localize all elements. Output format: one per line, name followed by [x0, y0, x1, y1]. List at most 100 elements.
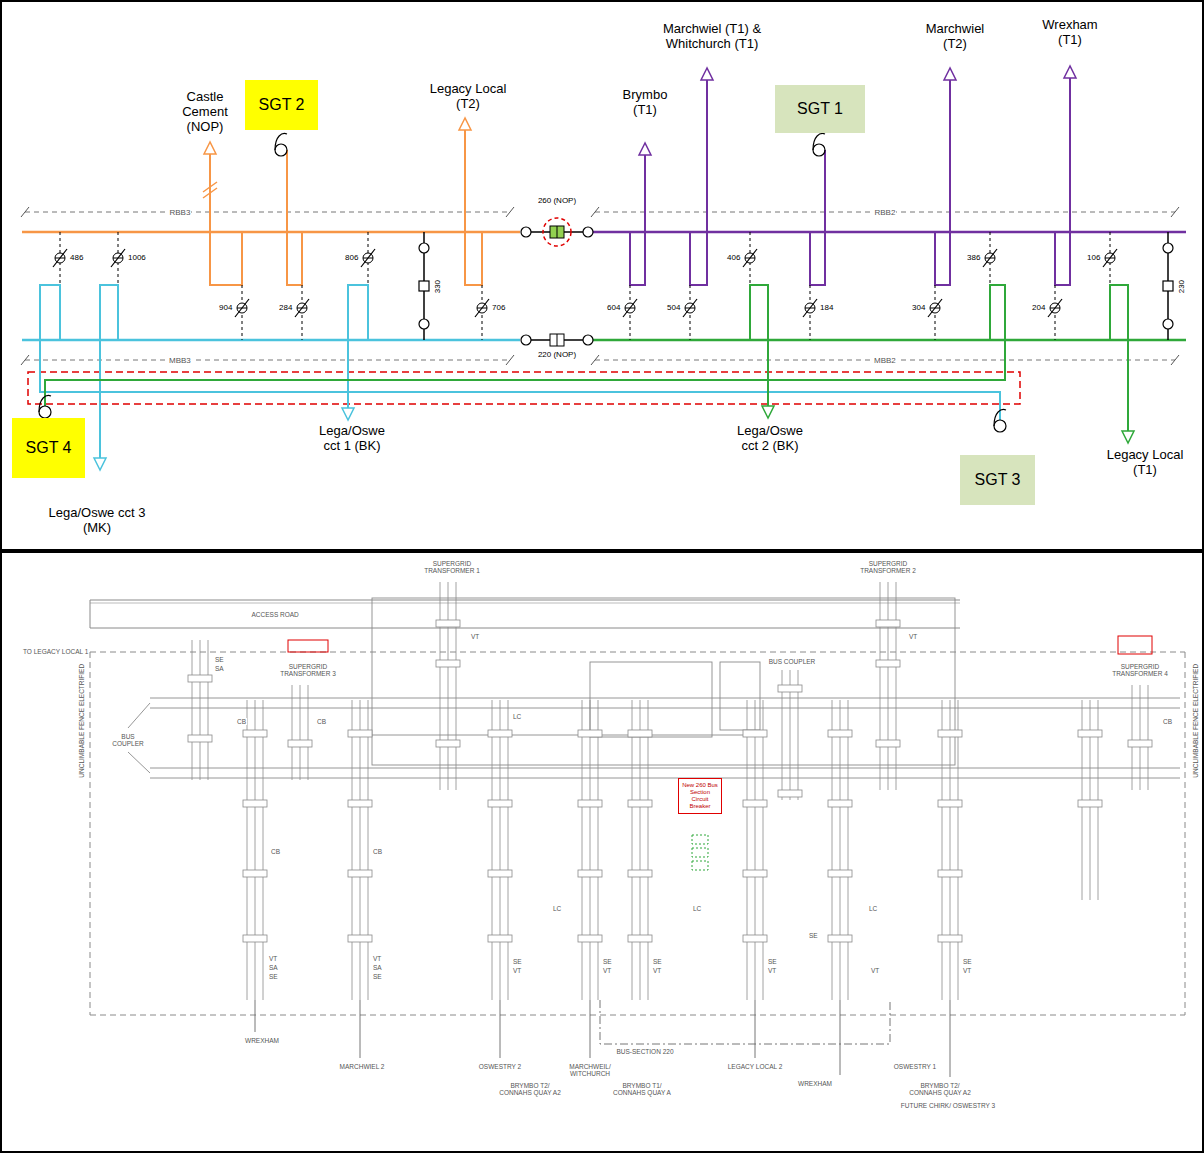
plan-equipment	[743, 870, 767, 877]
equipment-code: LC	[552, 905, 562, 912]
feeder-line	[100, 285, 118, 458]
plan-bay-conductor	[352, 700, 353, 1000]
transformer-symbol	[813, 144, 825, 156]
disconnector-symbol	[743, 249, 757, 267]
fence-line	[90, 652, 1185, 653]
equipment-code: VT	[470, 633, 480, 640]
plan-equipment	[938, 935, 962, 942]
isolator-symbol	[583, 227, 593, 237]
new-breaker-marker	[692, 848, 708, 857]
busbar-end-tick	[591, 207, 599, 217]
feeder-label: Marchwiel (T1) & Whitchurch (T1)	[647, 22, 777, 52]
plan-busbar	[150, 698, 1180, 699]
plan-bay-conductor	[590, 700, 591, 1000]
new-breaker-marker	[692, 835, 708, 844]
circuit-name: OSWESTRY 2	[474, 1063, 526, 1070]
feeder-line	[348, 285, 368, 408]
equipment-code: CB	[1162, 718, 1173, 725]
building-outline	[372, 598, 955, 765]
plan-equipment	[1078, 730, 1102, 737]
feeder-line	[690, 80, 707, 285]
switch-number: 406	[726, 253, 741, 262]
plan-equipment	[938, 800, 962, 807]
switch-number: 904	[218, 303, 233, 312]
plan-equipment	[828, 730, 852, 737]
feeder-label: Lega/Oswe cct 1 (BK)	[311, 424, 393, 454]
plan-label: TO LEGACY LOCAL 1	[22, 648, 89, 655]
circuit-breaker-symbol	[550, 334, 564, 346]
equipment-code: SA	[372, 964, 383, 971]
plan-bay-conductor	[500, 700, 501, 1000]
plan-bay-conductor	[508, 700, 509, 1000]
reserve-busbar	[590, 231, 1186, 234]
plan-equipment	[243, 800, 267, 807]
disconnector-symbol	[928, 299, 942, 317]
new-breaker-marker	[692, 861, 708, 870]
busbar-name: MBB2	[873, 356, 897, 365]
fence-line	[90, 1015, 1185, 1016]
plan-equipment	[876, 660, 900, 667]
circuit-name: WREXHAM	[789, 1080, 841, 1087]
plan-equipment	[828, 870, 852, 877]
circuit-name: MARCHWIEL 2	[331, 1063, 393, 1070]
plan-bay-conductor	[200, 640, 201, 780]
plan-equipment	[348, 870, 372, 877]
feeder-line	[750, 285, 768, 406]
plan-label: BUS COUPLER	[110, 733, 146, 748]
disconnector-symbol	[983, 249, 997, 267]
plan-equipment	[628, 730, 652, 737]
feeder-label: Lega/Oswe cct 2 (BK)	[729, 424, 811, 454]
plan-label: SUPERGRID TRANSFORMER 1	[420, 560, 484, 575]
plan-equipment	[778, 790, 802, 797]
plan-equipment	[488, 935, 512, 942]
equipment-code: VT	[870, 967, 880, 974]
disconnector-symbol	[803, 299, 817, 317]
plan-label: SUPERGRID TRANSFORMER 3	[276, 663, 340, 678]
building-room	[720, 662, 760, 730]
plan-bay-conductor	[755, 700, 756, 1000]
plan-equipment	[578, 870, 602, 877]
equipment-code: SE	[962, 958, 973, 965]
transformer-symbol	[994, 420, 1006, 432]
plan-bay-conductor	[300, 685, 301, 780]
circuit-name: BRYMBO T2/ CONNAHS QUAY A2	[497, 1082, 563, 1097]
equipment-code: SA	[214, 665, 225, 672]
feeder-line	[810, 150, 825, 285]
equipment-code: VT	[268, 955, 278, 962]
feeder-label: Marchwiel (T2)	[914, 22, 996, 52]
disconnector-symbol	[295, 299, 309, 317]
plan-bay-conductor	[1132, 685, 1133, 790]
equipment-code: CB	[316, 718, 327, 725]
circuit-name: BRYMBO T1/ CONNAHS QUAY A	[609, 1082, 675, 1097]
fence-note: UNCLIMBABLE FENCE ELECTRIFIED	[1192, 662, 1199, 778]
equipment-code: VT	[372, 955, 382, 962]
circuit-breaker-symbol	[557, 334, 558, 346]
plan-bay-conductor	[648, 700, 649, 1000]
switch-number: 706	[491, 303, 506, 312]
plan-equipment	[488, 870, 512, 877]
plan-bay-conductor	[263, 700, 264, 1000]
circuit-name: OSWESTRY 1	[889, 1063, 941, 1070]
coupler-number: 330	[433, 278, 442, 293]
plan-bay-conductor	[582, 700, 583, 1000]
equipment-code: SE	[214, 656, 225, 663]
cable-route	[590, 1000, 591, 1058]
building-room	[590, 662, 712, 737]
plan-equipment	[828, 935, 852, 942]
plan-equipment	[628, 870, 652, 877]
building-wall	[372, 735, 760, 736]
circuit-name: MARCHWEIL/ WITCHURCH	[565, 1063, 615, 1078]
open-point-mark	[203, 182, 217, 192]
busbar-end-tick	[591, 355, 599, 365]
circuit-breaker-symbol	[419, 281, 429, 291]
plan-bay-conductor	[950, 700, 951, 1000]
fence-line	[1185, 652, 1186, 1015]
plan-equipment	[876, 620, 900, 627]
plan-equipment	[938, 870, 962, 877]
node-text: SGT 2	[259, 96, 305, 114]
plan-bay-conductor	[440, 582, 441, 790]
plan-equipment	[243, 870, 267, 877]
transformer-symbol	[39, 406, 51, 418]
node-text: New 260 Bus Section Circuit Breaker	[682, 782, 718, 810]
